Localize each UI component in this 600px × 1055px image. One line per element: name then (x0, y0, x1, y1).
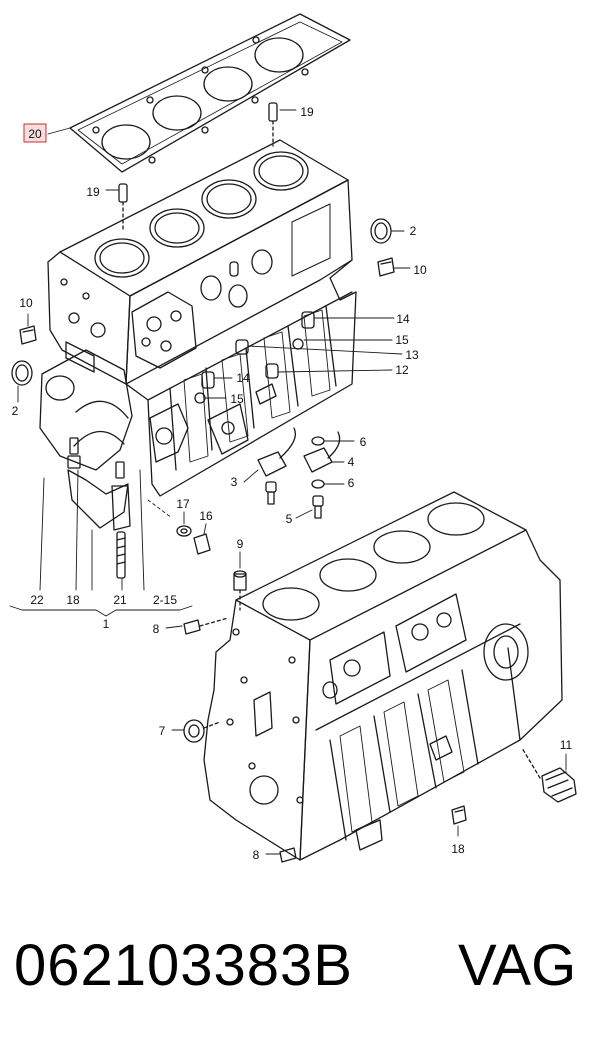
drain-plug (176, 525, 211, 555)
callout-c5: 5 (286, 512, 293, 526)
threaded-plug-18 (451, 805, 467, 825)
engine-block-upper (47, 139, 357, 385)
engine-block-exploded-view: 2019192101014151312142156436171659221821… (9, 13, 577, 863)
callout-c11: 11 (560, 738, 573, 752)
shaft-seal-right (370, 218, 392, 244)
callout-c15b: 15 (230, 392, 244, 406)
sensor-bracket-4 (303, 431, 341, 519)
dowel-pin-8-lower (279, 847, 297, 863)
dowel-pin-9 (233, 570, 247, 611)
dowel-pin-lower (118, 183, 128, 233)
callout-c8b: 8 (253, 848, 260, 862)
callout-c6b: 6 (348, 476, 355, 490)
engine-block-side-view (203, 491, 563, 861)
callout-c20: 20 (28, 127, 42, 141)
callout-c18a: 18 (66, 593, 80, 607)
callout-c13: 13 (405, 348, 419, 362)
threaded-plug-right (377, 257, 395, 277)
callout-c17: 17 (176, 497, 190, 511)
callout-c19b: 19 (86, 185, 100, 199)
head-gasket (69, 13, 351, 173)
threaded-plug-left (19, 325, 37, 345)
part-number: 062103383B (14, 933, 353, 998)
callout-c16: 16 (199, 509, 213, 523)
callout-c10b: 10 (19, 296, 33, 310)
callout-c4: 4 (348, 455, 355, 469)
callout-c14b: 14 (236, 371, 250, 385)
callout-c15a: 15 (395, 333, 409, 347)
callout-c22: 22 (30, 593, 44, 607)
callout-c1: 1 (103, 617, 110, 631)
callout-c21: 21 (113, 593, 127, 607)
callout-c12: 12 (395, 363, 409, 377)
oil-spray-jets (194, 311, 315, 405)
callout-c14a: 14 (396, 312, 410, 326)
callout-c9: 9 (237, 537, 244, 551)
sensor-bracket-3 (257, 427, 297, 505)
dowel-pin-upper (268, 102, 278, 147)
callout-box-c20 (23, 123, 47, 143)
banjo-bolt-11 (521, 747, 577, 803)
callout-c6a: 6 (360, 435, 367, 449)
callout-c3: 3 (231, 475, 238, 489)
callout-c19a: 19 (300, 105, 314, 119)
crankcase-lower (125, 291, 357, 497)
leader-lines (9, 109, 567, 855)
dowel-pin-8-upper (183, 617, 229, 635)
callout-c2b: 2 (12, 404, 19, 418)
shaft-seal-left (11, 360, 33, 386)
callout-c7: 7 (159, 724, 166, 738)
callout-c10a: 10 (413, 263, 427, 277)
brand-name: VAG (458, 933, 577, 998)
callout-c8a: 8 (153, 622, 160, 636)
rear-main-bearing-section (39, 349, 133, 529)
callout-c2a: 2 (410, 224, 417, 238)
callout-c18b: 18 (451, 842, 465, 856)
freeze-plug-7 (183, 719, 221, 743)
main-bearing-bolt (67, 437, 131, 579)
callout-c2-15: 2-15 (153, 593, 177, 607)
